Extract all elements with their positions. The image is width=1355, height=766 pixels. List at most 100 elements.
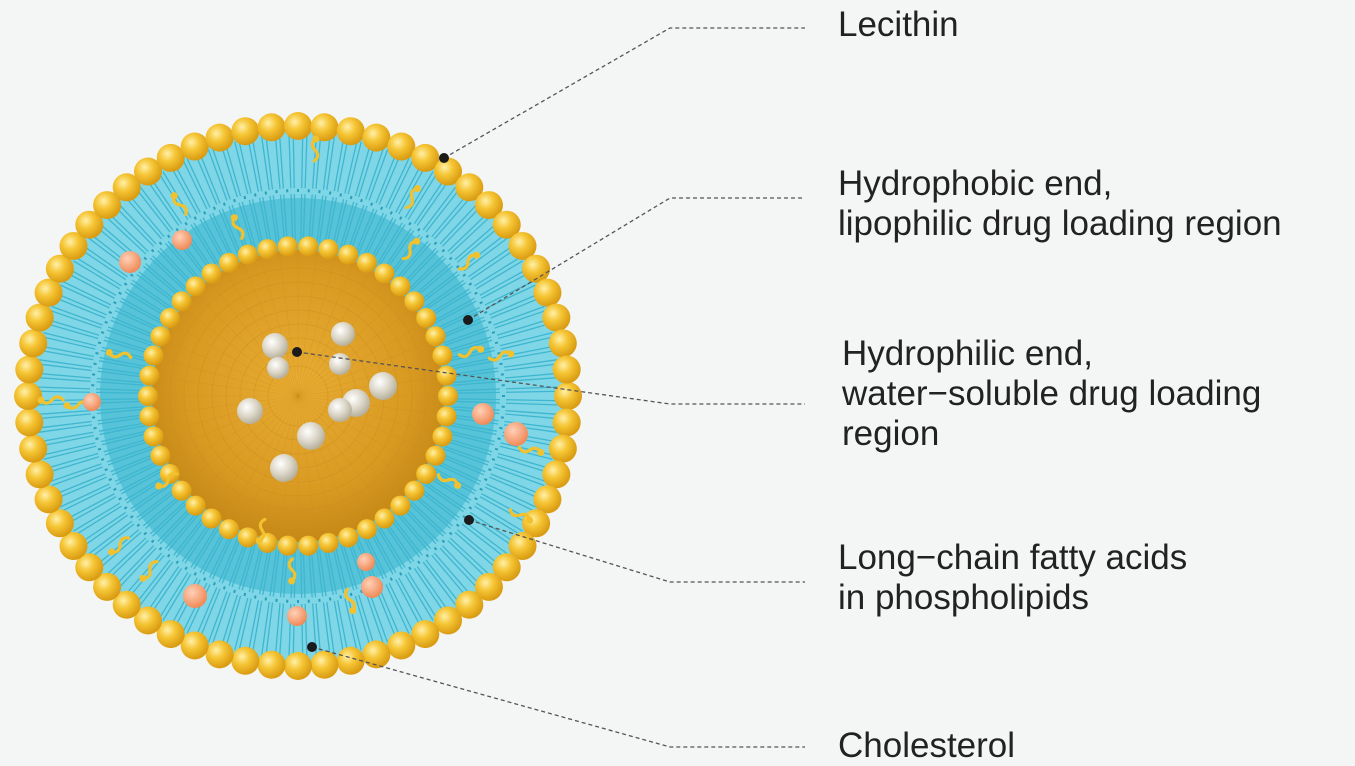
lecithin-head [319,533,339,553]
lecithin-head [144,426,164,446]
lecithin-head [437,406,457,426]
tail-tip [176,561,178,563]
cholesterol-head [414,185,421,192]
lecithin-head [357,519,377,539]
lecithin-head [231,647,259,675]
tail-tip [480,489,483,490]
tail-tip [176,229,178,231]
lecithin-head [390,276,410,296]
tail-tip [463,274,465,276]
lecithin-head [357,253,377,273]
tail-tip [224,586,225,589]
cholesterol-head [507,350,514,357]
hydrophilic-drug [270,454,298,482]
cholesterol-head [537,449,544,456]
lecithin-head [362,124,390,152]
lipophilic-drug [83,393,101,411]
lecithin-head [416,308,436,328]
hydrophilic-drug [328,398,352,422]
lecithin-head [186,496,206,516]
lipophilic-drug [183,584,207,608]
lecithin-head [542,460,570,488]
label-line: water−soluble drug loading [842,374,1261,414]
label-line: region [842,414,1261,454]
tail-tip [484,312,487,313]
lecithin-head [533,279,561,307]
tail-tip [185,222,187,225]
tail-tip [340,194,341,197]
tail-tip [492,332,495,333]
cholesterol-head [256,537,263,544]
lecithin-head [201,509,221,529]
lecithin-head [15,356,43,384]
label-cholesterol: Cholesterol [838,726,1015,766]
label-line: Long−chain fatty acids [838,538,1187,578]
lecithin-head [219,519,239,539]
label-hydrophobic-end: Hydrophobic end, lipophilic drug loading… [838,164,1282,244]
tail-tip [96,353,99,354]
tail [96,399,143,400]
pointer-dot-hydrophobic [463,315,473,325]
tail-tip [361,199,362,202]
lecithin-head [549,329,577,357]
pointer-dot-hydrophilic [292,347,302,357]
lecithin-head [35,279,63,307]
lipophilic-drug [287,606,307,626]
tail [453,392,500,393]
tail [301,551,302,598]
lecithin-head [387,133,415,161]
lipophilic-drug [472,403,494,425]
lecithin-head [542,304,570,332]
lecithin-head [284,652,312,680]
lecithin-head [201,263,221,283]
tail-tip [195,217,197,220]
tail-tip [391,578,392,581]
lecithin-head [375,263,395,283]
tail-tip [391,212,392,215]
lecithin-head [404,291,424,311]
lecithin-head [160,308,180,328]
tail-tip [224,203,225,206]
lecithin-head [554,382,582,410]
hydrophilic-drug [331,322,355,346]
tail-tip [105,469,108,470]
label-hydrophilic-end: Hydrophilic end, water−soluble drug load… [842,334,1261,454]
tail-tip [418,561,420,563]
label-lecithin: Lecithin [838,5,959,45]
label-line: lipophilic drug loading region [838,204,1282,244]
lecithin-head [432,346,452,366]
lecithin-head [426,326,446,346]
label-line: Hydrophobic end, [838,164,1282,204]
lecithin-head [338,527,358,547]
tail-tip [119,498,122,500]
cholesterol-head [413,238,420,245]
tail-tip [409,222,411,225]
lecithin-head [15,408,43,436]
tail-tip [96,438,99,439]
lecithin-head [298,236,318,256]
tail-tip [114,302,117,303]
lecithin-head [284,112,312,140]
tail-tip [109,312,112,313]
lipophilic-drug [361,576,383,598]
cholesterol-head [477,346,484,353]
lecithin-head [416,464,436,484]
tail-tip [469,507,472,509]
tail [294,194,295,241]
tail-tip [185,567,187,570]
cholesterol-head [155,482,162,489]
pointer-dot-lecithin [439,153,449,163]
lecithin-head [19,435,47,463]
tail-tip [214,582,215,585]
lecithin-head [437,366,457,386]
lecithin-head [338,245,358,265]
lecithin-head [206,124,234,152]
lecithin-head [157,144,185,172]
lecithin-head [19,329,47,357]
lecithin-head [231,117,259,145]
tail-tip [204,212,205,215]
lecithin-head [553,408,581,436]
lecithin-head [278,536,298,556]
tail-tip [131,516,133,518]
lipophilic-drug [119,251,141,273]
